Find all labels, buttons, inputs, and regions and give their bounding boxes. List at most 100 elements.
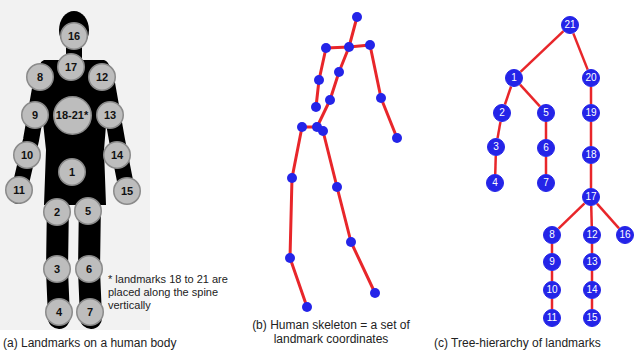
tree-edge bbox=[590, 87, 593, 104]
tree-edge bbox=[591, 299, 594, 309]
circle-shape bbox=[89, 64, 116, 91]
landmark-circle: 16 bbox=[60, 22, 88, 50]
tree-edge bbox=[545, 157, 548, 174]
joint-dot bbox=[332, 182, 342, 192]
joint-dot bbox=[302, 302, 312, 312]
circle-shape bbox=[583, 70, 600, 87]
node-number: 7 bbox=[543, 178, 549, 188]
panel-caption: (a) Landmarks on a human body bbox=[3, 336, 213, 350]
tree-node: 4 bbox=[486, 174, 504, 192]
joint-dot bbox=[314, 75, 324, 85]
circle-shape bbox=[59, 159, 86, 186]
node-number: 18-21* bbox=[56, 110, 88, 121]
circle-shape bbox=[44, 199, 71, 226]
tree-node: 12 bbox=[583, 226, 601, 244]
circle-shape bbox=[58, 54, 85, 81]
landmark-circle: 10 bbox=[13, 141, 41, 169]
node-number: 13 bbox=[104, 110, 116, 121]
circle-shape bbox=[53, 96, 91, 134]
note-text: * landmarks 18 to 21 are placed along th… bbox=[108, 273, 248, 312]
tree-node: 3 bbox=[487, 138, 505, 156]
circle-shape bbox=[584, 282, 601, 299]
joint-dot bbox=[311, 102, 321, 112]
tree-node: 5 bbox=[537, 104, 555, 122]
node-number: 12 bbox=[96, 72, 108, 83]
tree-edge bbox=[545, 122, 548, 139]
tree-edge bbox=[551, 271, 554, 281]
joint-dot bbox=[285, 253, 295, 263]
landmark-circle: 17 bbox=[57, 53, 85, 81]
joint-dot bbox=[321, 43, 331, 53]
tree-node: 1 bbox=[505, 69, 523, 87]
node-number: 3 bbox=[493, 142, 499, 152]
landmark-circle: 18-21* bbox=[53, 96, 92, 135]
node-number: 11 bbox=[13, 185, 25, 196]
circle-shape bbox=[544, 282, 561, 299]
joint-dot bbox=[318, 126, 328, 136]
circle-shape bbox=[75, 198, 102, 225]
node-number: 2 bbox=[499, 108, 505, 118]
bone-line bbox=[317, 47, 349, 127]
circle-shape bbox=[544, 254, 561, 271]
skeleton-bones bbox=[290, 17, 397, 307]
landmark-circle: 15 bbox=[113, 177, 141, 205]
tree-node: 13 bbox=[583, 253, 601, 271]
circle-shape bbox=[27, 64, 54, 91]
tree-edge bbox=[494, 156, 497, 174]
node-number: 15 bbox=[586, 313, 597, 323]
circle-shape bbox=[538, 175, 555, 192]
head-shape bbox=[59, 11, 89, 49]
tree-node: 18 bbox=[582, 146, 600, 164]
circle-shape bbox=[584, 227, 601, 244]
node-number: 18 bbox=[585, 150, 596, 160]
tree-node: 10 bbox=[543, 281, 561, 299]
circle-shape bbox=[46, 299, 73, 326]
circle-shape bbox=[544, 227, 561, 244]
node-number: 14 bbox=[586, 285, 597, 295]
skeleton-joints bbox=[285, 12, 402, 312]
landmark-circle: 2 bbox=[43, 198, 71, 226]
joint-dot bbox=[325, 95, 335, 105]
node-number: 5 bbox=[85, 206, 91, 217]
joint-dot bbox=[344, 42, 354, 52]
tree-node: 2 bbox=[493, 104, 511, 122]
bone-line bbox=[323, 131, 375, 293]
circle-shape bbox=[104, 142, 131, 169]
tree-edge bbox=[591, 244, 594, 253]
tree-edge bbox=[590, 122, 593, 146]
landmark-circle: 5 bbox=[74, 197, 102, 225]
tree-edge bbox=[558, 203, 584, 228]
node-number: 19 bbox=[585, 108, 596, 118]
node-number: 1 bbox=[511, 73, 517, 83]
circle-shape bbox=[6, 177, 33, 204]
node-number: 8 bbox=[37, 72, 43, 83]
tree-edge bbox=[551, 244, 554, 253]
circle-shape bbox=[494, 105, 511, 122]
tree-node: 7 bbox=[537, 174, 555, 192]
tree-node: 15 bbox=[583, 309, 601, 327]
circle-shape bbox=[114, 178, 141, 205]
tree-edge bbox=[521, 31, 564, 72]
node-number: 6 bbox=[543, 143, 549, 153]
circle-shape bbox=[488, 139, 505, 156]
node-number: 9 bbox=[32, 110, 38, 121]
node-number: 2 bbox=[54, 207, 60, 218]
node-number: 9 bbox=[549, 257, 555, 267]
tree-node: 19 bbox=[582, 104, 600, 122]
circle-shape bbox=[584, 310, 601, 327]
tree-node: 9 bbox=[543, 253, 561, 271]
node-number: 17 bbox=[65, 62, 77, 73]
node-number: 8 bbox=[549, 230, 555, 240]
tree-edge bbox=[551, 299, 554, 309]
circle-shape bbox=[61, 23, 88, 50]
joint-dot bbox=[334, 67, 344, 77]
landmark-circle: 6 bbox=[75, 255, 103, 283]
node-number: 4 bbox=[492, 178, 498, 188]
tree-node: 14 bbox=[583, 281, 601, 299]
tree-node: 17 bbox=[582, 188, 600, 206]
node-number: 3 bbox=[54, 264, 60, 275]
circle-shape bbox=[583, 105, 600, 122]
joint-dot bbox=[365, 40, 375, 50]
node-number: 13 bbox=[586, 257, 597, 267]
